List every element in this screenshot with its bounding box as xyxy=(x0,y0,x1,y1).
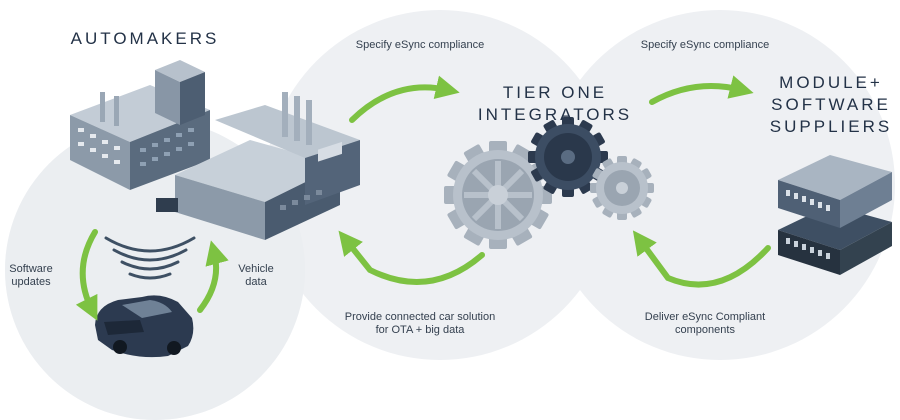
arrow-specify-right xyxy=(649,75,754,105)
provide-label-line2: for OTA + big data xyxy=(375,324,465,336)
gears-icon xyxy=(444,117,654,249)
factory-icon xyxy=(70,60,360,240)
arrow-vehicle-data xyxy=(197,240,229,313)
automakers-heading: AUTOMAKERS xyxy=(70,29,220,48)
specify-left-label: Specify eSync compliance xyxy=(355,39,485,51)
module-heading-line1: MODULE+ xyxy=(779,73,883,92)
module-heading-line2: SOFTWARE xyxy=(771,95,891,114)
vehicle-data-label-line2: data xyxy=(245,276,267,288)
car-icon xyxy=(95,295,194,358)
arrow-specify-left xyxy=(349,75,460,123)
arrow-provide xyxy=(338,230,485,285)
vehicle-data-label-line1: Vehicle xyxy=(238,263,274,275)
software-updates-label-line1: Software xyxy=(9,263,53,275)
specify-right-label: Specify eSync compliance xyxy=(640,39,770,51)
software-updates-label-line2: updates xyxy=(11,276,51,288)
deliver-label-line2: components xyxy=(675,324,735,336)
module-heading-line3: SUPPLIERS xyxy=(769,117,893,136)
arrow-deliver xyxy=(632,230,771,288)
tier-one-circle xyxy=(265,10,615,360)
module-suppliers-circle xyxy=(545,10,895,360)
electronic-module-icon xyxy=(778,155,892,275)
provide-label-line1: Provide connected car solution xyxy=(344,311,496,323)
deliver-label-line1: Deliver eSync Compliant xyxy=(644,311,766,323)
signal-waves-icon xyxy=(104,236,196,280)
tier-one-heading-line1: TIER ONE xyxy=(502,83,608,102)
arrow-software-updates xyxy=(75,229,98,321)
tier-one-heading-line2: INTEGRATORS xyxy=(477,105,633,124)
